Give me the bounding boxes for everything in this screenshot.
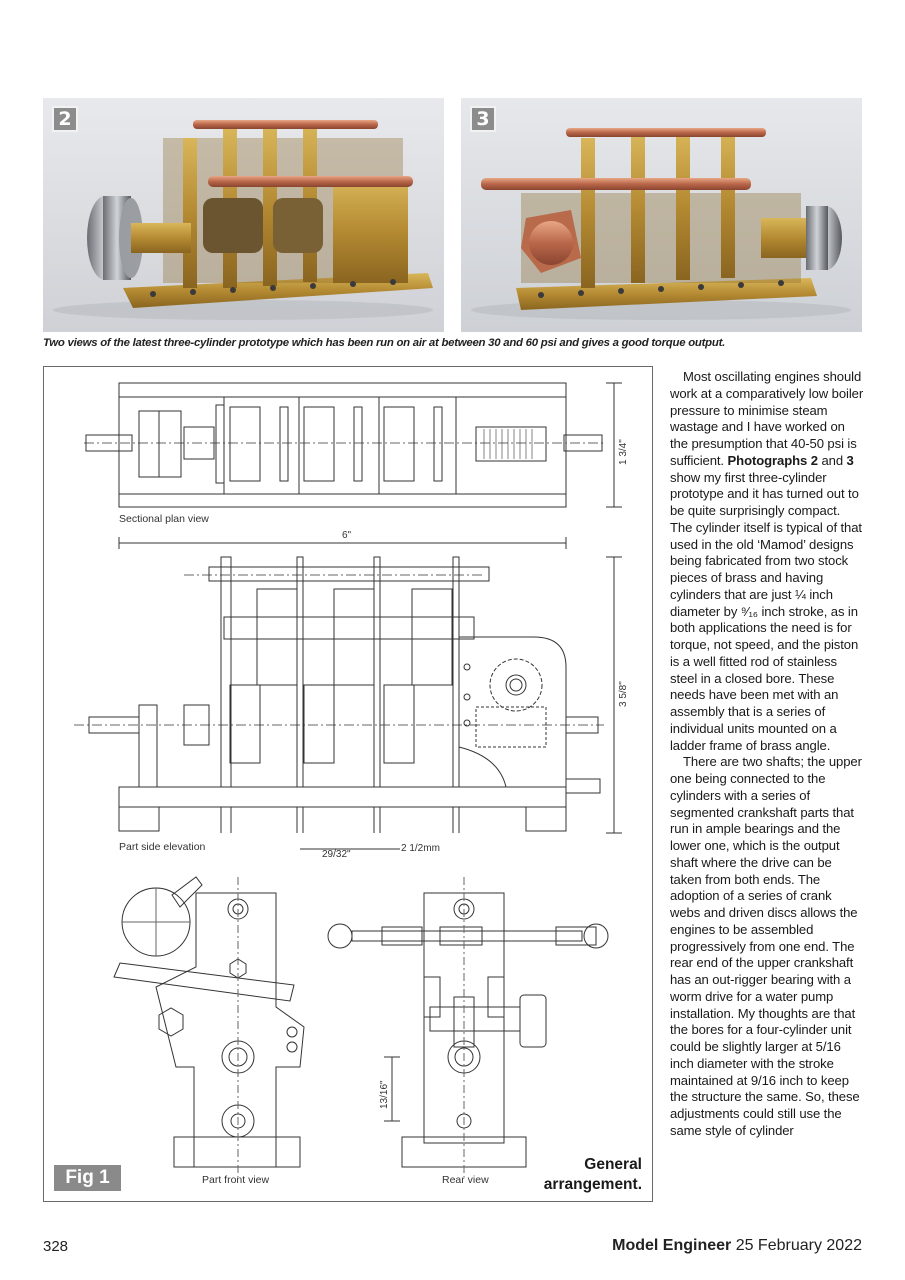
figure-title-line2: arrangement. [543, 1176, 642, 1193]
body-text-run: show my first three-cylinder prototype a… [670, 469, 862, 753]
dim-overall-width: 6" [342, 530, 352, 541]
rear-view-drawing [327, 877, 609, 1177]
dim-plan-height: 1 3/4" [618, 439, 629, 465]
article-body-column: Most oscillating engines should work at … [670, 369, 865, 1140]
photo-engine-view-3: 3 [461, 98, 862, 332]
page-number: 328 [43, 1238, 69, 1255]
body-paragraph-2: There are two shafts; the upper one bein… [670, 754, 862, 1138]
front-view-drawing [113, 876, 305, 1177]
figure-title-line1: General [584, 1156, 642, 1173]
side-elevation-drawing [74, 537, 622, 850]
figure-number-badge: Fig 1 [54, 1165, 121, 1191]
label-side-elevation: Part side elevation [119, 841, 206, 853]
body-text-run: Most oscillating engines should work at … [670, 369, 864, 468]
photo-reference-bold: 3 [846, 452, 854, 468]
figure-general-arrangement: Sectional plan view Part side elevation … [43, 366, 653, 1202]
dim-gap: 2 1/2mm [401, 843, 440, 854]
magazine-name: Model Engineer [612, 1237, 732, 1254]
photo-number-badge: 3 [470, 106, 496, 132]
photo-number-badge: 2 [52, 106, 78, 132]
dim-cylinder-pitch: 29/32" [322, 849, 351, 860]
body-text-run: and [821, 452, 843, 468]
issue-date: 25 February 2022 [735, 1237, 862, 1254]
figure-title: General arrangement. [544, 1155, 642, 1195]
label-plan-view: Sectional plan view [119, 513, 209, 525]
technical-drawing [74, 382, 622, 1177]
plan-view-drawing [84, 382, 622, 508]
photo-caption: Two views of the latest three-cylinder p… [43, 337, 726, 349]
dim-rear-height: 13/16" [379, 1080, 390, 1109]
photo-engine-view-2: 2 [43, 98, 444, 332]
publication-footer: Model Engineer 25 February 2022 [612, 1237, 862, 1255]
label-rear-view: Rear view [442, 1174, 489, 1186]
dim-side-height: 3 5/8" [618, 681, 629, 707]
label-front-view: Part front view [202, 1174, 270, 1186]
photo-reference-bold: Photographs 2 [727, 452, 818, 468]
body-paragraph-1: Most oscillating engines should work at … [670, 369, 865, 754]
